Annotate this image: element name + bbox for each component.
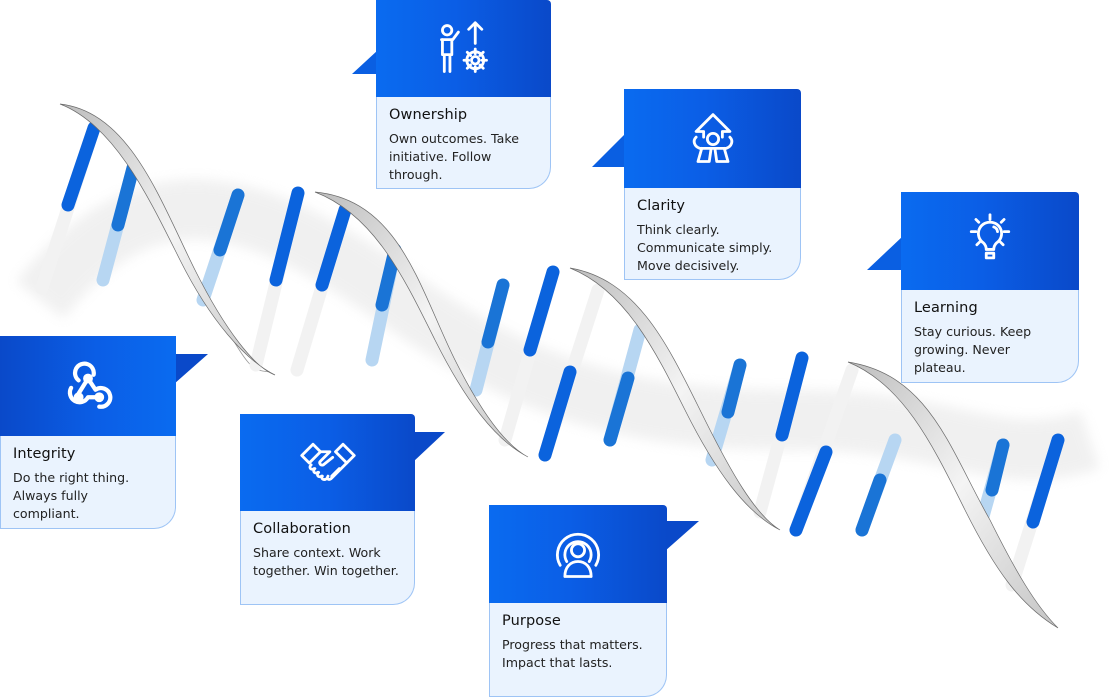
value-description: Own outcomes. Take initiative. Follow th… [389, 131, 519, 182]
card-header [376, 0, 551, 97]
handshake-icon [299, 442, 356, 481]
front-rungs [35, 121, 1065, 592]
card-tail [413, 432, 445, 462]
value-title: Ownership [389, 107, 468, 123]
card-header [489, 505, 667, 603]
value-description: Think clearly. Communicate simply. Move … [637, 222, 773, 273]
value-description: Share context. Work together. Win togeth… [253, 545, 399, 578]
lightbulb-icon [969, 213, 1011, 260]
card-body: Integrity Do the right thing. Always ful… [0, 436, 176, 529]
card-tail [174, 354, 208, 384]
value-title: Clarity [637, 198, 685, 214]
value-card-purpose: Purpose Progress that matters. Impact th… [489, 505, 699, 697]
card-tail [352, 50, 378, 74]
value-description: Progress that matters. Impact that lasts… [502, 637, 643, 670]
card-header [240, 414, 415, 511]
value-title: Purpose [502, 613, 561, 629]
card-body: Purpose Progress that matters. Impact th… [489, 603, 667, 697]
card-body: Clarity Think clearly. Communicate simpl… [624, 188, 801, 280]
value-card-collaboration: Collaboration Share context. Work togeth… [240, 414, 445, 605]
back-rungs [96, 161, 1010, 537]
card-body: Learning Stay curious. Keep growing. Nev… [901, 290, 1079, 383]
card-header [624, 89, 801, 188]
house-person-clarity-icon [692, 112, 733, 163]
card-header [0, 336, 176, 436]
value-title: Collaboration [253, 521, 351, 537]
person-gear-arrow-icon [439, 20, 488, 73]
helix-strands [59, 103, 1059, 629]
card-tail [665, 521, 699, 551]
value-title: Learning [914, 300, 978, 316]
value-title: Integrity [13, 446, 76, 462]
card-header [901, 192, 1079, 290]
value-description: Do the right thing. Always fully complia… [13, 470, 130, 521]
card-body: Collaboration Share context. Work togeth… [240, 511, 415, 605]
value-card-learning: Learning Stay curious. Keep growing. Nev… [867, 192, 1079, 383]
value-card-ownership: Ownership Own outcomes. Take initiative.… [352, 0, 551, 189]
person-broadcast-icon [555, 532, 601, 578]
value-description: Stay curious. Keep growing. Never platea… [914, 324, 1032, 375]
card-tail [867, 236, 903, 270]
webhook-nodes-icon [67, 361, 113, 409]
value-card-integrity: Integrity Do the right thing. Always ful… [0, 336, 208, 529]
card-body: Ownership Own outcomes. Take initiative.… [376, 97, 551, 189]
value-card-clarity: Clarity Think clearly. Communicate simpl… [592, 89, 801, 280]
card-tail [592, 133, 626, 167]
